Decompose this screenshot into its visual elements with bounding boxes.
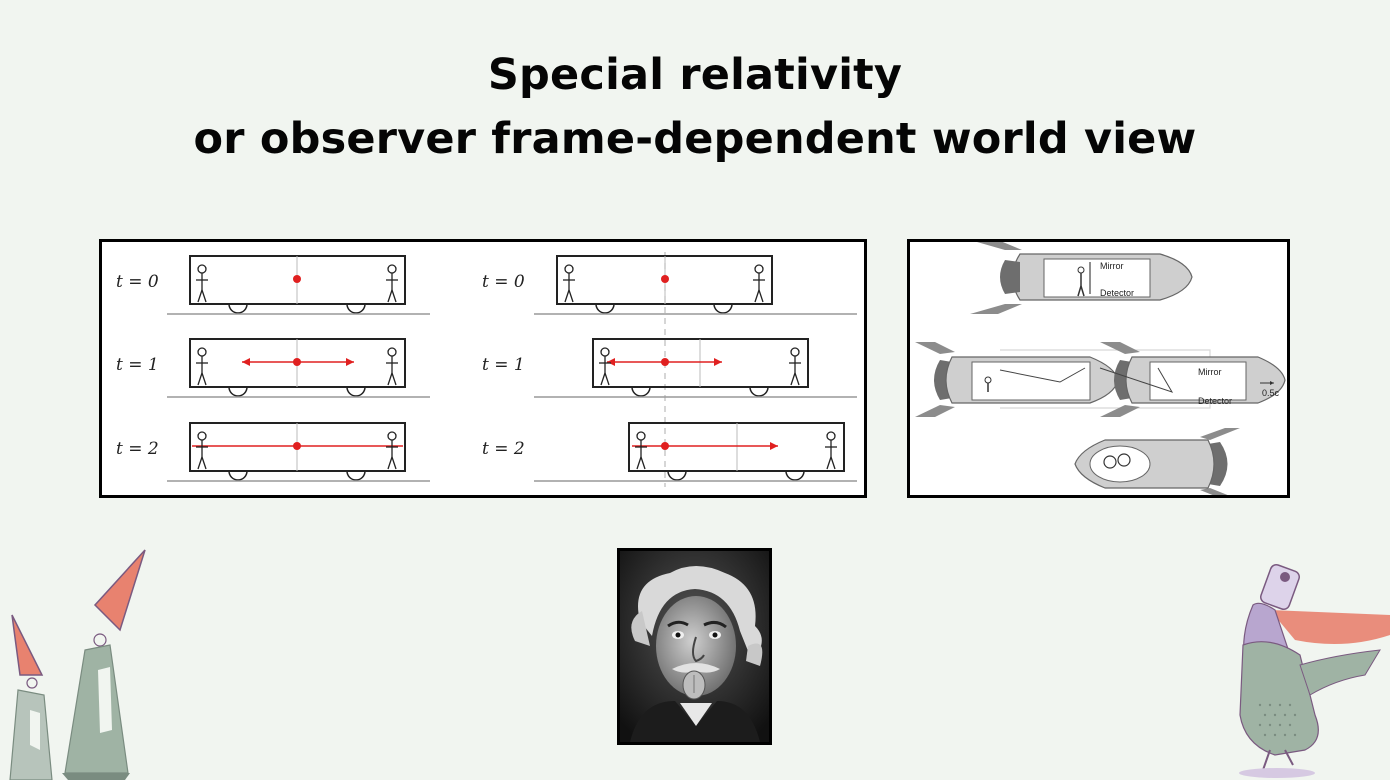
rocket-mid-mirror-label: Mirror [1198, 367, 1222, 377]
row-label-right-1: t = 1 [482, 355, 525, 375]
rocket-bottom [1074, 428, 1240, 495]
train-diagram-svg: t = 0 t = 1 [116, 252, 857, 487]
slide-title-line2: or observer frame-dependent world view [193, 114, 1197, 164]
slide-title-line1: Special relativity [487, 50, 903, 100]
rocket-top-detector-label: Detector [1100, 288, 1134, 298]
observer-figure [196, 431, 208, 470]
observer-figure [789, 347, 801, 386]
rocket-diagram-svg: Mirror Detector Mir [915, 242, 1286, 495]
observer-figure [635, 431, 647, 470]
light-flash-point [293, 275, 301, 283]
observer-figure [825, 431, 837, 470]
observer-figure [196, 347, 208, 386]
left-train-column: t = 0 t = 1 [116, 255, 430, 482]
observer-figure [563, 264, 575, 303]
observer-figure [599, 347, 611, 386]
observer-figure [386, 347, 398, 386]
row-label-right-2: t = 2 [482, 439, 525, 459]
portrait-illustration [620, 551, 769, 742]
row-label-left-2: t = 2 [116, 439, 159, 459]
observer-figure [753, 264, 765, 303]
rocket-middle-left [915, 342, 1119, 417]
rocket-middle-right: Mirror Detector 0.5c [1099, 342, 1286, 417]
rocket-top-mirror-label: Mirror [1100, 261, 1124, 271]
observer-figure [386, 264, 398, 303]
right-train-column: t = 0 t = 1 [482, 252, 857, 487]
rocket-diagram: Mirror Detector Mir [907, 239, 1290, 498]
observer-figure [196, 264, 208, 303]
decorative-figure-right [1215, 555, 1390, 780]
rocket-mid-detector-label: Detector [1198, 396, 1232, 406]
row-label-left-1: t = 1 [116, 355, 159, 375]
rocket-speed-label: 0.5c [1262, 388, 1280, 398]
rocket-top: Mirror Detector [970, 242, 1193, 314]
train-diagram: t = 0 t = 1 [99, 239, 867, 498]
row-label-left-0: t = 0 [116, 272, 159, 292]
observer-figure [386, 431, 398, 470]
decorative-figures-left [0, 545, 160, 780]
portrait-photo [617, 548, 772, 745]
row-label-right-0: t = 0 [482, 272, 525, 292]
